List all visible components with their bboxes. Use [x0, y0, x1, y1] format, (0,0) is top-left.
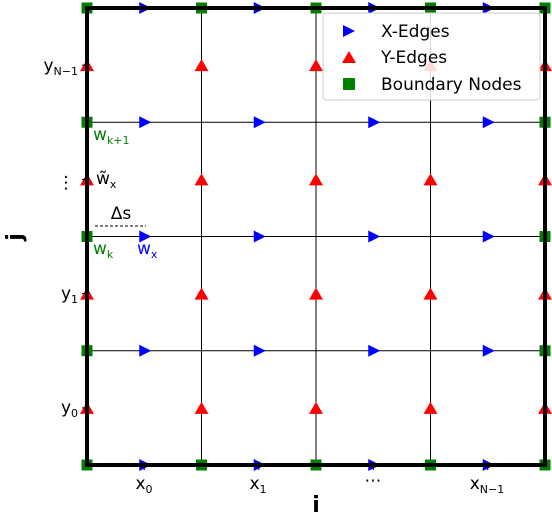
plot-frame: [85, 6, 547, 467]
y-edge-marker: [423, 401, 438, 414]
y-edge-marker: [309, 287, 323, 300]
y-edge-marker: [309, 59, 323, 72]
x-axis-title: i: [312, 493, 320, 518]
x-tick-label-last: xN−1: [470, 474, 505, 496]
x-edge-marker: [368, 230, 381, 243]
y-edge-marker: [194, 401, 209, 414]
legend-boundary-nodes-label: Boundary Nodes: [381, 75, 522, 95]
x-edge-marker: [482, 344, 495, 357]
legend-boundary-marker: [343, 78, 355, 90]
x-edge-marker: [368, 116, 381, 129]
y-tick-label-ellipsis: ⋮: [58, 173, 75, 193]
label-w-tilde-x: w̃x: [96, 169, 117, 191]
x-tick-labels: x0 x1 ⋯ xN−1: [135, 471, 504, 496]
legend-y-edges-label: Y-Edges: [380, 48, 447, 68]
y-tick-label-last: yN−1: [43, 56, 78, 78]
x-tick-label-1: x1: [249, 474, 266, 496]
y-axis-title: j: [3, 233, 28, 242]
y-edge-marker: [194, 287, 209, 300]
legend-box: [322, 12, 541, 101]
x-edge-marker: [482, 230, 495, 243]
y-tick-labels: y0 y1 ⋮ yN−1: [43, 56, 78, 420]
x-edge-marker: [482, 116, 495, 129]
y-tick-label-1: y1: [61, 284, 78, 306]
legend-x-edges-label: X-Edges: [381, 22, 450, 42]
label-delta-s: Δs: [111, 204, 132, 224]
y-edge-marker: [423, 173, 438, 186]
x-edge-marker: [139, 230, 152, 243]
axis-ticks: [82, 64, 489, 470]
y-edge-marker: [194, 59, 209, 72]
label-w-k: wk: [93, 239, 114, 261]
x-tick-label-0: x0: [135, 474, 152, 496]
legend: X-Edges Y-Edges Boundary Nodes: [322, 12, 541, 101]
legend-x-edge-marker: [343, 25, 355, 37]
label-w-x: wx: [137, 239, 158, 261]
y-edge-marker: [423, 287, 438, 300]
x-edge-marker: [253, 230, 266, 243]
x-edge-marker: [253, 344, 266, 357]
label-w-k-plus-1: wk+1: [93, 125, 130, 147]
x-tick-label-ellipsis: ⋯: [365, 471, 382, 491]
x-edge-marker: [253, 116, 266, 129]
y-edge-marker: [309, 173, 323, 186]
x-edge-marker: [368, 344, 381, 357]
annotations: wk+1 w̃x Δs wk wx: [83, 125, 158, 261]
y-edge-marker: [309, 401, 323, 414]
legend-y-edge-marker: [342, 51, 356, 63]
x-edge-marker: [139, 116, 152, 129]
y-tick-label-0: y0: [61, 398, 78, 420]
x-edge-marker: [139, 344, 152, 357]
y-edge-marker: [194, 173, 209, 186]
